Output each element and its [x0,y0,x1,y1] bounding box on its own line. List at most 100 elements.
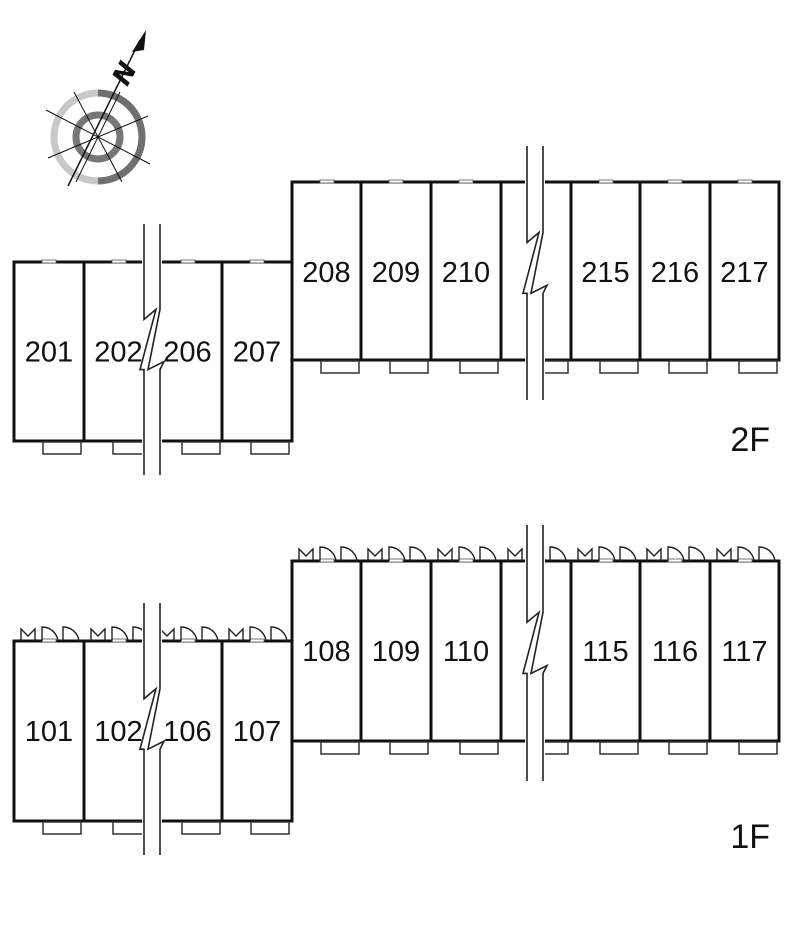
balcony [250,441,290,455]
door-swing [111,626,129,642]
unit-number: 206 [163,337,211,369]
meter-box [298,547,314,561]
unit-106: 106 [151,626,224,835]
balcony [389,741,429,755]
break-stroke [529,525,549,781]
window-mark [667,179,683,184]
break-line [138,224,166,475]
unit-outline [708,180,781,362]
unit-outline [359,559,433,743]
unit-number: 106 [163,716,211,748]
unit-number: 108 [302,636,350,668]
unit-201: 201 [12,259,86,455]
balcony [389,360,429,374]
unit-115: 115 [569,546,642,755]
unit-number: 207 [233,337,281,369]
balcony [181,821,221,835]
meter-box [577,547,593,561]
unit-number: 215 [581,257,629,289]
entrance-doors [298,546,358,562]
break-stroke [146,224,166,475]
door-swing [388,546,406,562]
entrance-doors [437,546,497,562]
door-swing [619,546,637,562]
unit-208: 208 [290,179,363,374]
north-label: N [107,57,144,91]
unit-number: 209 [372,257,420,289]
unit-outline [569,180,642,362]
unit-number: 208 [302,257,350,289]
unit-117: 117 [708,546,781,755]
door-swing [249,626,267,642]
break-stroke [529,146,549,400]
window-mark [458,558,474,563]
unit-209: 209 [359,179,433,374]
window-mark [180,259,196,264]
unit-217: 217 [708,179,781,374]
floor-label: 2F [730,421,770,459]
compass-needle-north [67,39,141,187]
window-mark [598,558,614,563]
break-line [138,603,166,855]
entrance-doors [367,546,427,562]
unit-outline [569,559,642,743]
balcony [42,441,82,455]
unit-number: 117 [721,636,767,668]
window-mark [111,638,127,643]
door-swing [180,626,198,642]
unit-number: 202 [94,337,142,369]
unit-outline [638,180,712,362]
unit-number: 216 [651,257,699,289]
window-mark [41,638,57,643]
window-mark [180,638,196,643]
balcony [668,741,708,755]
compass-arrowhead [132,30,146,52]
break-line [521,525,549,781]
meter-box [20,627,36,641]
balcony [250,821,290,835]
meter-box [159,627,175,641]
balcony [459,741,499,755]
door-swing [737,546,755,562]
compass-ring-dark-arc [97,89,146,185]
balcony [181,441,221,455]
entrance-doors [716,546,776,562]
unit-210: 210 [429,179,503,374]
window-mark [598,179,614,184]
break-stroke [138,224,158,475]
unit-number: 115 [582,636,628,668]
floor-2f: 201 202 206 207 208 209 210 215 216 217 2F [12,146,781,475]
unit-outline [12,639,86,823]
entrance-doors [646,546,706,562]
window-mark [737,558,753,563]
meter-box [90,627,106,641]
meter-box [367,547,383,561]
unit-101: 101 [12,626,86,835]
door-swing [758,546,776,562]
window-mark [249,638,265,643]
window-mark [319,558,335,563]
balcony [599,741,639,755]
balcony [738,360,778,374]
unit-107: 107 [220,626,294,835]
window-mark [249,259,265,264]
unit-outline [429,559,503,743]
floor-label: 1F [730,818,770,856]
unit-number: 201 [25,337,73,369]
door-swing [458,546,476,562]
unit-207: 207 [220,259,294,455]
unit-206: 206 [151,259,224,455]
unit-number: 107 [233,716,281,748]
door-swing [41,626,59,642]
unit-110: 110 [429,546,503,755]
unit-number: 116 [652,636,698,668]
door-swing [549,546,567,562]
unit-202: 202 [82,259,155,455]
door-swing [201,626,219,642]
window-mark [458,179,474,184]
compass-ring-inner [72,111,124,163]
balcony [599,360,639,374]
